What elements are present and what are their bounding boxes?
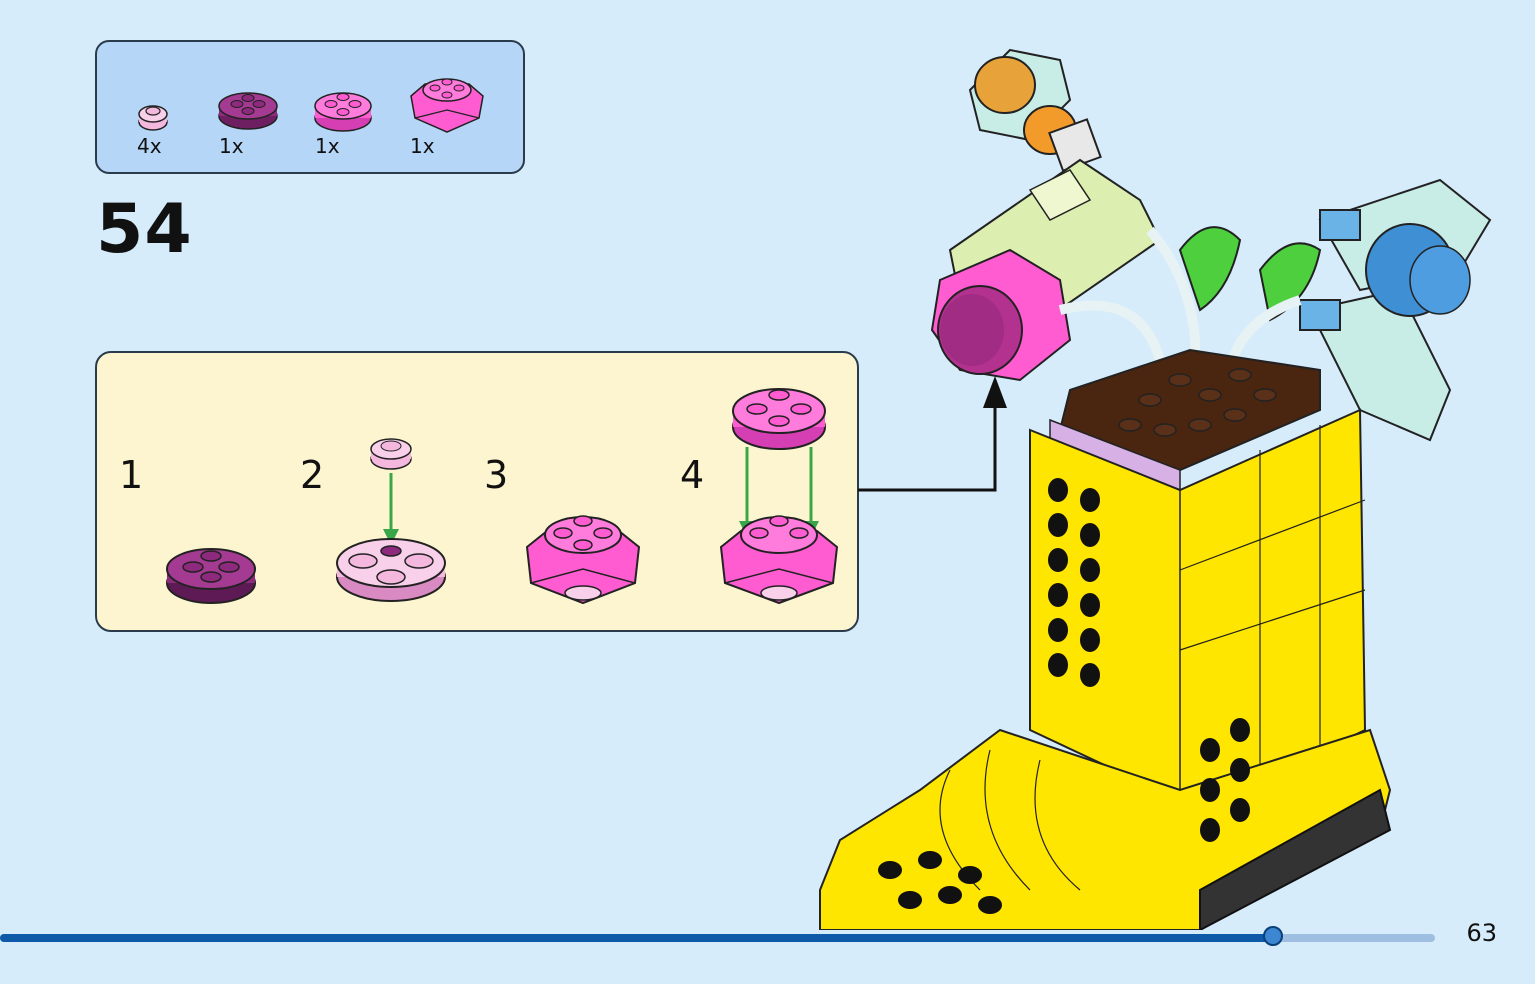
sub-assembly-box: 1 2 3 4 (95, 351, 859, 632)
part-qty: 1x (410, 134, 435, 158)
progress-knob (1262, 926, 1283, 946)
substep-1-plate-icon (166, 548, 256, 604)
part-pink-petal-icon (410, 78, 484, 133)
page-number: 63 (1466, 919, 1497, 947)
substep-2-assembly-icon (336, 438, 446, 602)
step-number: 54 (96, 190, 193, 269)
substep-label: 2 (300, 453, 325, 497)
part-round-plate-1x1-icon (138, 105, 168, 131)
parts-list-callout: 4x 1x 1x 1x (95, 40, 525, 174)
part-qty: 1x (219, 134, 244, 158)
progress-bar (0, 926, 1435, 946)
substep-label: 3 (484, 453, 509, 497)
magenta-flower (930, 248, 1072, 382)
part-qty: 4x (137, 134, 162, 158)
part-qty: 1x (315, 134, 340, 158)
part-round-plate-2x2-icon (218, 92, 278, 130)
part-pink-round-plate-icon (314, 92, 372, 132)
blue-flower (1299, 178, 1492, 442)
boot-flower-model-illustration (819, 48, 1492, 930)
substep-label: 1 (119, 453, 144, 497)
substep-4-assembly-icon (719, 388, 839, 605)
callout-arrow-icon (858, 376, 1007, 492)
progress-bar-fill (0, 934, 1273, 942)
substep-3-petal-icon (525, 515, 641, 605)
substep-label: 4 (680, 453, 705, 497)
pale-blue-flower (968, 48, 1102, 172)
